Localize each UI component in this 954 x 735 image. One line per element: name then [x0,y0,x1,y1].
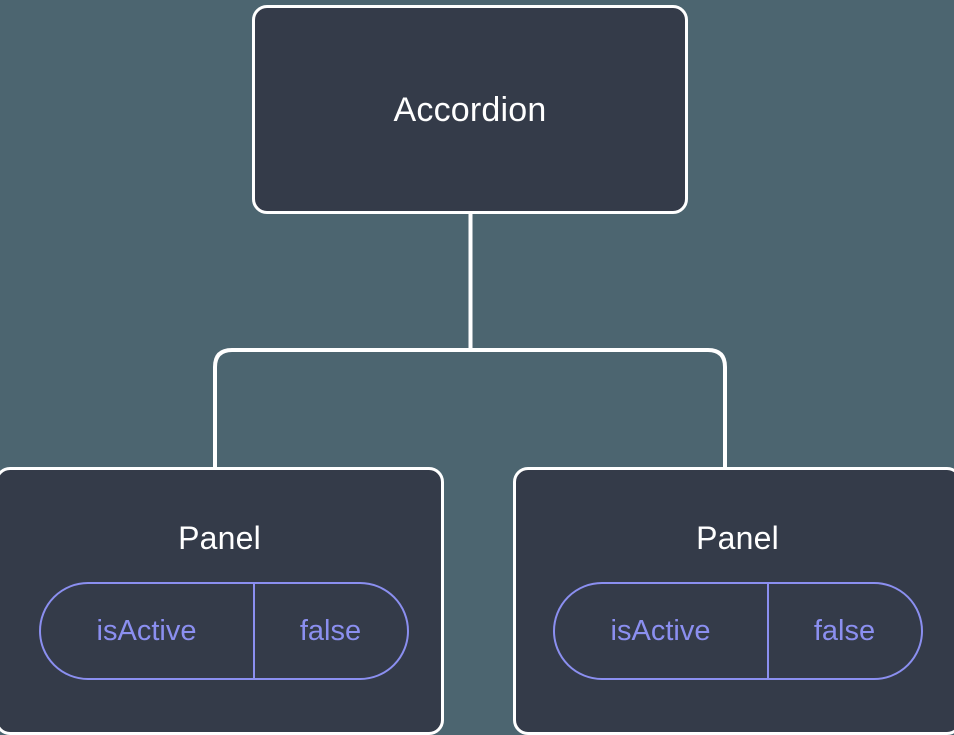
state-badge-value: false [813,614,876,647]
node-accordion[interactable]: Accordion [252,5,688,214]
state-badge-key: isActive [41,584,255,678]
node-panel-1[interactable]: Panel isActive false [0,467,444,735]
state-badge-isactive-1[interactable]: isActive false [38,582,409,680]
state-badge-isactive-2[interactable]: isActive false [552,582,923,680]
node-accordion-title: Accordion [393,90,547,129]
edge-branch-left [213,348,471,467]
state-badge-value: false [299,614,362,647]
edge-branch-right [470,348,727,467]
state-badge-key: isActive [555,584,769,678]
node-panel-2-title: Panel [696,520,779,556]
node-panel-1-title: Panel [178,520,261,556]
node-panel-2[interactable]: Panel isActive false [513,467,954,735]
